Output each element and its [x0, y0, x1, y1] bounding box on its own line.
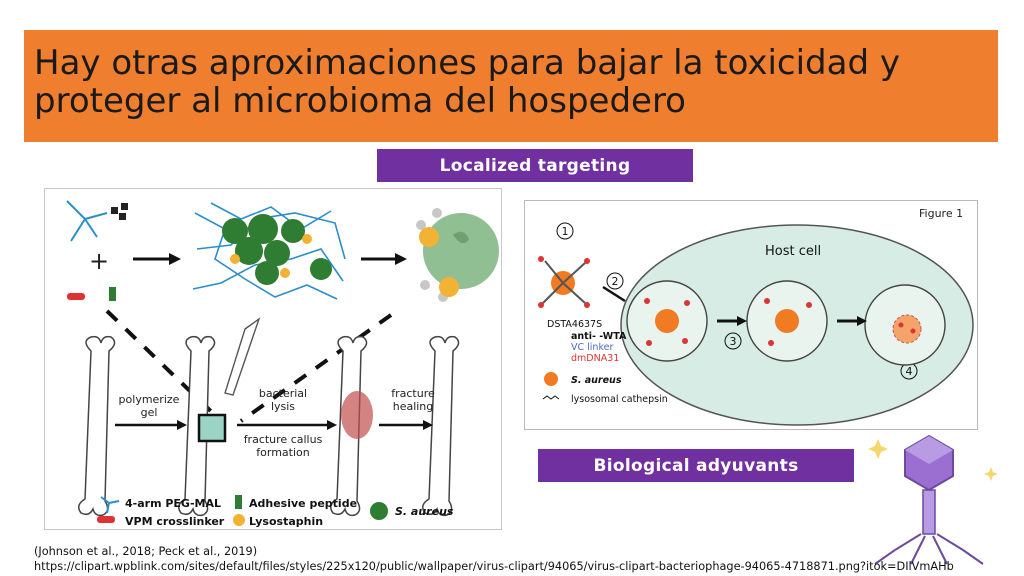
- citation-text: (Johnson et al., 2018; Peck et al., 2019…: [34, 545, 258, 558]
- legend-lysostaphin: Lysostaphin: [249, 515, 323, 528]
- legend-anti-wta: anti- -WTA: [571, 331, 627, 342]
- step-3: 3: [730, 335, 737, 348]
- step-1: 1: [562, 225, 569, 238]
- source-url: https://clipart.wpblink.com/sites/defaul…: [34, 560, 954, 573]
- fracture-callus: [341, 391, 373, 439]
- legend-saureus: S. aureus: [571, 375, 622, 386]
- gel-box: [197, 413, 227, 443]
- legend-peg-mal: 4-arm PEG-MAL: [125, 497, 221, 510]
- antibody-diagram: Figure 1 Host cell 1 2 3 4: [538, 207, 974, 426]
- gel-network: [192, 202, 346, 300]
- legend-vpm: VPM crosslinker: [125, 515, 225, 528]
- legend-dsta: DSTA4637S: [547, 319, 602, 330]
- references: (Johnson et al., 2018; Peck et al., 2019…: [34, 544, 954, 574]
- adhesive-peptide-icon: [109, 287, 116, 301]
- antibody-conjugate-figure: Figure 1 Host cell 1 2 3 4: [524, 200, 978, 430]
- legend-dmdna31: dmDNA31: [571, 353, 619, 364]
- figure-label: Figure 1: [919, 207, 963, 220]
- bacteriophage-icon: [855, 430, 1005, 570]
- title-bar: Hay otras aproximaciones para bajar la t…: [24, 30, 998, 142]
- legend-cathepsin: lysosomal cathepsin: [571, 394, 668, 405]
- lysed-bacterium-icon: [416, 208, 499, 302]
- legend-adhesive: Adhesive peptide: [249, 497, 357, 510]
- figure-legend: 4-arm PEG-MAL VPM crosslinker Adhesive p…: [97, 495, 454, 528]
- plus-sign: +: [89, 247, 109, 275]
- lysostaphin-icon: [111, 203, 128, 220]
- hydrogel-figure: +: [44, 188, 502, 530]
- localized-targeting-label: Localized targeting: [377, 149, 693, 182]
- hydrogel-diagram: +: [66, 200, 499, 528]
- peg-mal-polymer-icon: [66, 200, 108, 242]
- legend-vc-linker: VC linker: [571, 342, 613, 353]
- step-2: 2: [612, 275, 619, 288]
- host-cell-label: Host cell: [765, 244, 821, 259]
- vpm-crosslinker-icon: [67, 293, 85, 300]
- syringe-icon: [224, 317, 261, 396]
- slide-title: Hay otras aproximaciones para bajar la t…: [34, 43, 900, 121]
- step-4: 4: [906, 365, 913, 378]
- legend-saureus: S. aureus: [395, 505, 454, 518]
- antibody-complex-step1: [538, 256, 590, 308]
- bone-sequence: [78, 335, 460, 517]
- biological-adyuvants-label: Biological adyuvants: [538, 449, 854, 482]
- antibody-legend: DSTA4637S anti- -WTA VC linker dmDNA31 S…: [542, 319, 668, 405]
